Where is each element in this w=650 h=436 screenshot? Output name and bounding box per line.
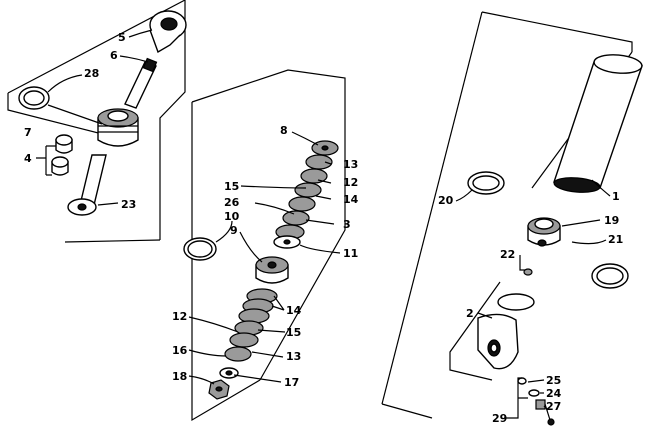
part-6-shaft bbox=[124, 57, 158, 109]
right-frame-left bbox=[381, 11, 483, 405]
left-frame-left bbox=[7, 93, 119, 139]
washer-stack-lower bbox=[219, 288, 278, 379]
part-25-washer bbox=[517, 377, 527, 385]
label-25: 25 bbox=[546, 374, 561, 387]
part-20-ring bbox=[467, 171, 505, 195]
label-15a: 15 bbox=[224, 180, 239, 193]
label-26: 26 bbox=[224, 196, 240, 209]
part-10-ring bbox=[183, 237, 217, 261]
label-8: 8 bbox=[280, 124, 288, 137]
label-28: 28 bbox=[84, 67, 99, 80]
label-11: 11 bbox=[343, 247, 358, 260]
label-12b: 12 bbox=[172, 310, 187, 323]
label-14a: 14 bbox=[343, 193, 359, 206]
part-2-housing bbox=[449, 281, 535, 381]
label-18: 18 bbox=[172, 370, 187, 383]
label-21: 21 bbox=[608, 233, 623, 246]
label-7: 7 bbox=[24, 126, 32, 139]
part-28-ring bbox=[18, 86, 50, 110]
label-5: 5 bbox=[118, 31, 126, 44]
label-13a: 13 bbox=[343, 158, 358, 171]
leader-lines bbox=[36, 29, 611, 419]
label-17: 17 bbox=[284, 376, 299, 389]
label-14b: 14 bbox=[286, 304, 302, 317]
right-assembly bbox=[381, 11, 643, 426]
part-18-nut bbox=[208, 379, 230, 400]
label-13b: 13 bbox=[286, 350, 301, 363]
left-assembly bbox=[7, 0, 187, 243]
label-15b: 15 bbox=[286, 326, 301, 339]
label-4: 4 bbox=[24, 152, 32, 165]
middle-frame bbox=[191, 69, 346, 381]
part-5-eye bbox=[149, 10, 187, 54]
label-12a: 12 bbox=[343, 176, 358, 189]
label-9: 9 bbox=[230, 224, 238, 237]
part-4-bushings bbox=[51, 134, 73, 176]
middle-assembly bbox=[183, 69, 346, 422]
label-2: 2 bbox=[466, 307, 474, 320]
part-9-piston bbox=[255, 256, 289, 284]
right-frame-bottom bbox=[381, 403, 433, 419]
part-1-tube bbox=[553, 54, 643, 193]
label-27: 27 bbox=[546, 400, 561, 413]
label-19: 19 bbox=[604, 214, 619, 227]
label-22: 22 bbox=[500, 248, 515, 261]
housing-frame bbox=[449, 281, 501, 381]
right-frame-top bbox=[481, 11, 633, 52]
part-23-sleeve bbox=[67, 154, 107, 216]
part-24-oring bbox=[528, 389, 540, 397]
part-27-screw bbox=[535, 399, 555, 426]
label-20: 20 bbox=[438, 194, 454, 207]
middle-frame-left bbox=[191, 102, 261, 422]
part-7-cap bbox=[97, 108, 139, 147]
label-1: 1 bbox=[612, 190, 620, 203]
part-19-cap bbox=[527, 217, 561, 247]
label-23: 23 bbox=[121, 198, 136, 211]
washer-stack-upper bbox=[273, 140, 339, 249]
part-21-ring bbox=[591, 263, 629, 289]
left-frame-right bbox=[159, 0, 186, 240]
label-29: 29 bbox=[492, 412, 507, 425]
label-3: 3 bbox=[343, 218, 351, 231]
left-frame-bottom bbox=[64, 239, 161, 243]
label-16: 16 bbox=[172, 344, 188, 357]
part-22-fitting bbox=[523, 268, 533, 276]
label-10: 10 bbox=[224, 210, 240, 223]
label-24: 24 bbox=[546, 387, 562, 400]
label-6: 6 bbox=[110, 49, 118, 62]
part-labels: 5 6 28 7 4 23 8 13 15 12 14 26 10 3 9 11… bbox=[24, 31, 623, 425]
